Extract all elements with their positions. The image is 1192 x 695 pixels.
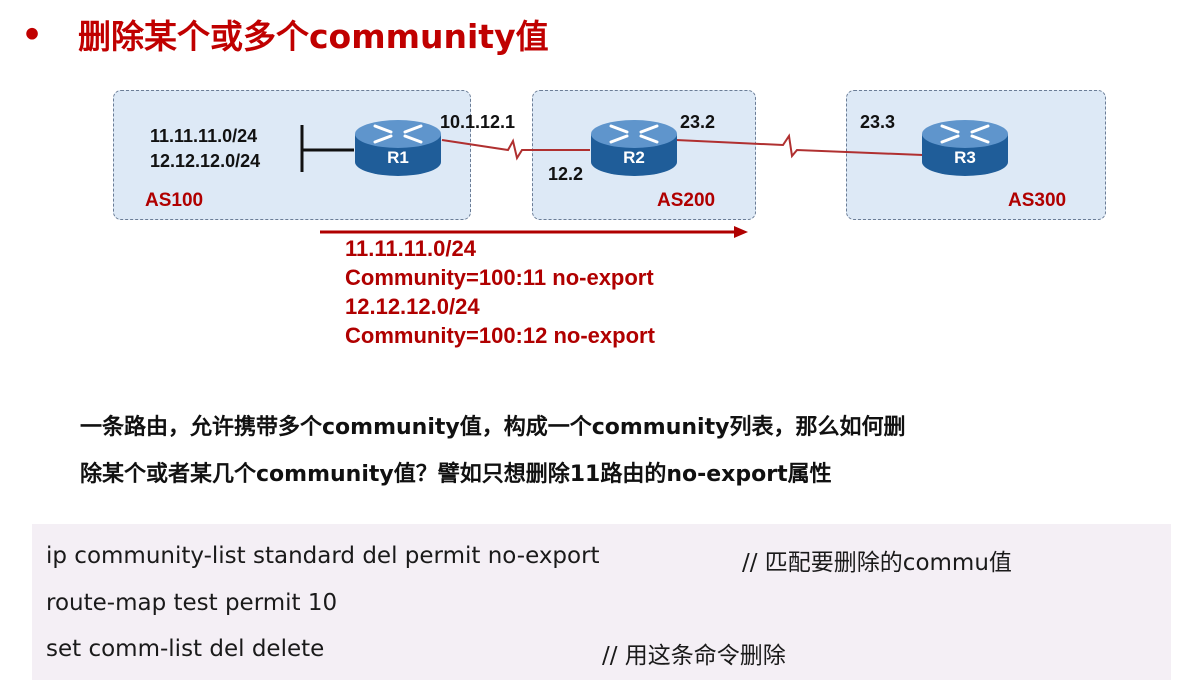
config-line-1-code: ip community-list standard del permit no… [46,543,600,569]
links-layer [300,125,924,172]
router-r1-name: R1 [387,148,409,167]
config-line-3-comment: // 用这条命令删除 [602,643,786,669]
router-r3-name: R3 [954,148,976,167]
router-icon [922,120,1008,176]
update-community-11: Community=100:11 no-export [345,265,654,290]
network-label-12: 12.12.12.0/24 [150,151,261,171]
update-prefix-12: 12.12.12.0/24 [345,294,480,319]
ip-label-r3-left: 23.3 [860,112,896,132]
router-r2-name: R2 [623,148,645,167]
router-icon [591,120,677,176]
config-line-2-code: route-map test permit 10 [46,590,338,616]
slide-title: • 删除某个或多个community值 [20,12,549,57]
as200-label: AS200 [657,190,716,211]
ip-label-r2-right: 23.2 [680,112,716,132]
title-text: 删除某个或多个community值 [78,17,549,56]
network-label-11: 11.11.11.0/24 [150,126,258,146]
update-community-12: Community=100:12 no-export [345,323,655,348]
link-r1-r2 [441,138,590,161]
update-prefix-11: 11.11.11.0/24 [345,236,476,261]
ip-label-r1-r2: 10.1.12.1 [440,112,516,132]
ip-label-r2-left: 12.2 [548,164,584,184]
as100-label: AS100 [145,190,204,211]
as300-label: AS300 [1008,190,1067,211]
title-bullet: • [21,14,43,54]
link-r2-r3 [675,133,924,159]
config-line-1-comment: // 匹配要删除的commu值 [742,550,1012,576]
router-icon [355,120,441,176]
router-r2: R2 [589,118,679,182]
router-r1: R1 [353,118,443,182]
router-r3: R3 [920,118,1010,182]
description-line-2: 除某个或者某几个community值？譬如只想删除11路由的no-export属… [80,462,832,487]
update-arrow [320,226,748,238]
as200-box [532,90,756,220]
config-code-block: ip community-list standard del permit no… [32,524,1171,680]
config-line-3-code: set comm-list del delete [46,636,325,662]
description-line-1: 一条路由，允许携带多个community值，构成一个community列表，那么… [80,415,906,440]
